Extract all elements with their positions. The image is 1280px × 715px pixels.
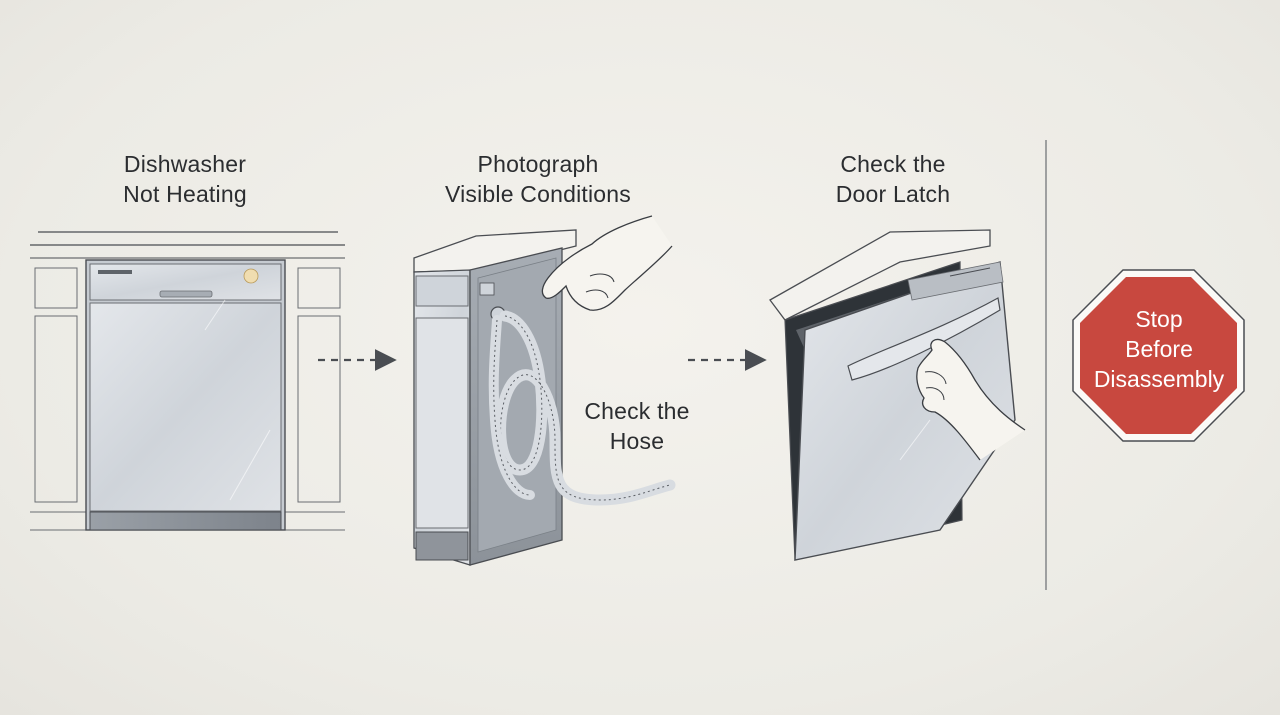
hose-callout-line-1: Check the bbox=[584, 398, 690, 424]
step-3-title-line-1: Check the bbox=[840, 151, 946, 177]
step-3-title-line-2: Door Latch bbox=[835, 181, 951, 207]
stop-sign-octagon bbox=[1072, 269, 1245, 442]
step-2-title-line-2: Visible Conditions bbox=[444, 181, 631, 207]
stop-sign-line-1: Stop bbox=[1135, 306, 1183, 332]
dishwasher-door-illustration bbox=[769, 229, 1026, 561]
hose-callout-line-2: Hose bbox=[609, 428, 665, 454]
stop-sign-text: Stop Before Disassembly bbox=[1075, 304, 1243, 394]
step-2-caption: Photograph Visible Conditions bbox=[428, 149, 648, 209]
step-3-caption: Check the Door Latch bbox=[800, 149, 986, 209]
stop-sign-line-2: Before bbox=[1125, 336, 1193, 362]
dishwasher-front-illustration bbox=[30, 231, 345, 531]
step-2-title-line-1: Photograph bbox=[477, 151, 599, 177]
step-1-title-line-2: Not Heating bbox=[123, 181, 247, 207]
hose-callout: Check the Hose bbox=[570, 396, 704, 456]
step-1-caption: Dishwasher Not Heating bbox=[90, 149, 280, 209]
dishwasher-side-illustration bbox=[413, 215, 676, 566]
step-1-title-line-1: Dishwasher bbox=[123, 151, 247, 177]
stop-sign-line-3: Disassembly bbox=[1093, 366, 1225, 392]
